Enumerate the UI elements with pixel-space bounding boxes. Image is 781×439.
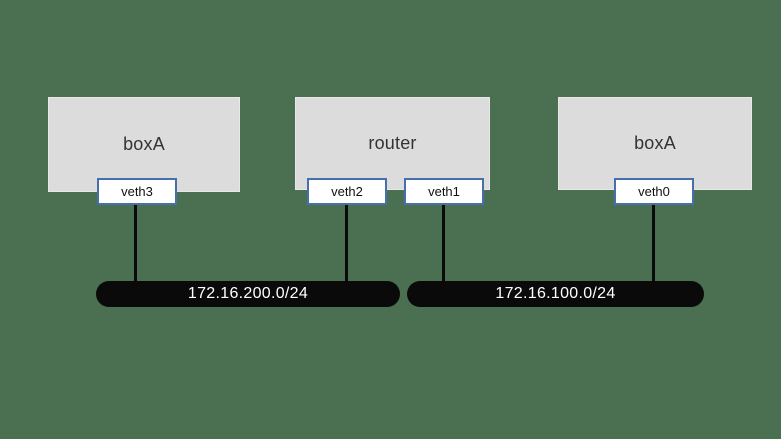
interface-label: veth2 xyxy=(331,184,363,199)
node-label: boxA xyxy=(634,133,676,153)
network-cidr-label: 172.16.100.0/24 xyxy=(495,285,616,302)
interface-label: veth1 xyxy=(428,184,460,199)
connector-line-veth3 xyxy=(134,203,137,285)
node-boxa-right: boxA xyxy=(558,97,752,190)
interface-label: veth0 xyxy=(638,184,670,199)
interface-veth3: veth3 xyxy=(97,178,177,205)
connector-line-veth1 xyxy=(442,203,445,285)
interface-veth1: veth1 xyxy=(404,178,484,205)
node-label: boxA xyxy=(123,134,165,154)
connector-line-veth2 xyxy=(345,203,348,285)
network-cidr-label: 172.16.200.0/24 xyxy=(187,285,309,302)
interface-veth2: veth2 xyxy=(307,178,387,205)
network-segment-172-16-200: 172.16.200.0/24 xyxy=(96,281,400,307)
node-boxa-left: boxA xyxy=(48,97,240,192)
connector-line-veth0 xyxy=(652,203,655,285)
node-label: router xyxy=(368,133,417,153)
interface-label: veth3 xyxy=(121,184,153,199)
node-router: router xyxy=(295,97,490,190)
network-segment-172-16-100: 172.16.100.0/24 xyxy=(407,281,704,307)
interface-veth0: veth0 xyxy=(614,178,694,205)
